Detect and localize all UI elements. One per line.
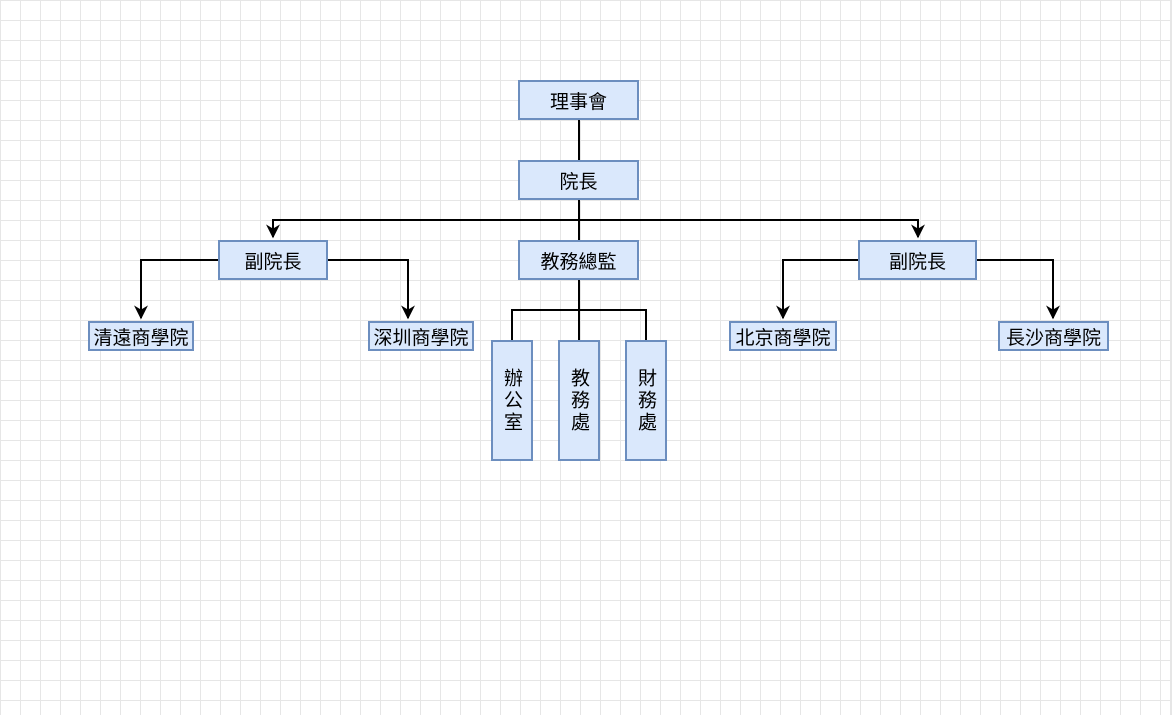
canvas-right-border <box>1170 0 1172 715</box>
connector-vp-left-qingyuan <box>134 259 218 320</box>
node-board[interactable]: 理事會 <box>518 80 639 120</box>
connector-vp-left-shenzhen <box>328 259 415 320</box>
connector-president-vp-left <box>266 219 579 239</box>
node-vice-president-right[interactable]: 副院長 <box>858 240 977 280</box>
connector-vp-right-beijing <box>776 259 858 320</box>
connector-vp-right-changsha <box>977 259 1060 320</box>
node-changsha-business-school[interactable]: 長沙商學院 <box>998 321 1109 351</box>
node-president[interactable]: 院長 <box>518 160 639 200</box>
node-office[interactable]: 辦公室 <box>491 340 533 461</box>
connector-director-offices <box>511 280 647 340</box>
connector-president-vp-right <box>579 219 925 239</box>
node-vice-president-left[interactable]: 副院長 <box>218 240 328 280</box>
node-finance-office[interactable]: 財務處 <box>625 340 667 461</box>
node-beijing-business-school[interactable]: 北京商學院 <box>729 321 837 351</box>
node-shenzhen-business-school[interactable]: 深圳商學院 <box>368 321 474 351</box>
node-academic-affairs-office[interactable]: 教務處 <box>558 340 600 461</box>
node-qingyuan-business-school[interactable]: 清遠商學院 <box>88 321 194 351</box>
node-academic-director[interactable]: 教務總監 <box>518 240 639 280</box>
